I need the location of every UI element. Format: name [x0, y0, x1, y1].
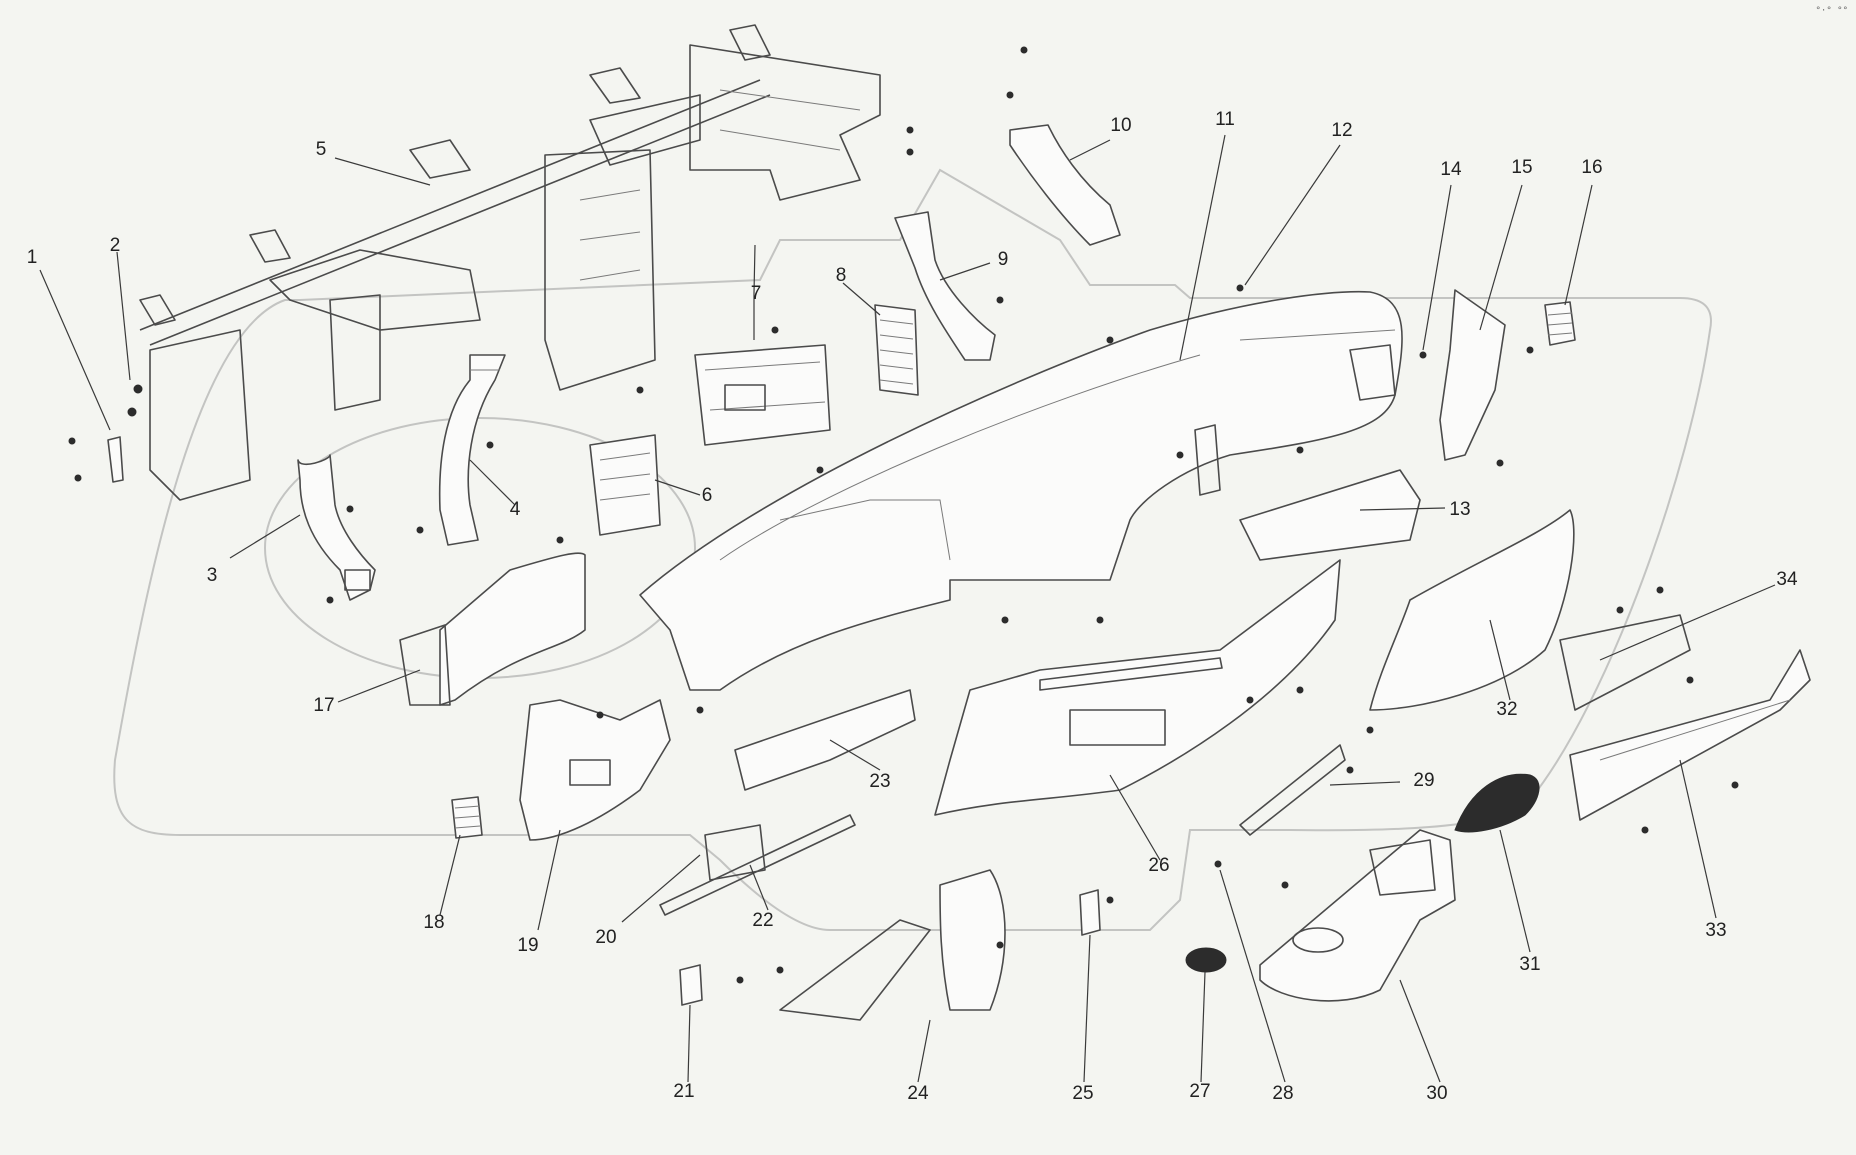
callout-15: 15 — [1511, 157, 1533, 178]
leader-lines — [39, 134, 1776, 1083]
callout-21: 21 — [673, 1081, 695, 1102]
callout-7: 7 — [750, 283, 762, 304]
center-bracket-7 — [694, 344, 831, 446]
bolts-2 — [127, 384, 143, 417]
callout-26: 26 — [1148, 855, 1170, 876]
callout-2: 2 — [109, 235, 121, 256]
callout-22: 22 — [752, 910, 774, 931]
bolt-12 — [1236, 284, 1244, 292]
instrument-panel-11 — [639, 290, 1403, 691]
callout-9: 9 — [997, 249, 1009, 270]
callout-25: 25 — [1072, 1083, 1094, 1104]
bracket-34 — [1559, 614, 1691, 711]
callout-23: 23 — [869, 771, 891, 792]
center-lower-24 — [779, 869, 1006, 1021]
callout-10: 10 — [1110, 115, 1132, 136]
callout-5: 5 — [315, 139, 327, 160]
cap-27 — [1185, 947, 1227, 973]
console-30 — [1259, 829, 1456, 1002]
callout-8: 8 — [835, 265, 847, 286]
callout-28: 28 — [1272, 1083, 1294, 1104]
air-duct-10 — [1009, 124, 1121, 246]
air-vent-8 — [874, 304, 919, 396]
cluster-hood-17 — [399, 552, 586, 706]
fasteners — [326, 46, 1739, 984]
carrier-13 — [1239, 469, 1421, 561]
lower-center-26 — [934, 559, 1341, 816]
callout-20: 20 — [595, 927, 617, 948]
vent-18 — [451, 796, 483, 839]
vent-16 — [1544, 301, 1576, 346]
corner-mark: °·° °° — [1815, 6, 1848, 16]
bracket-29 — [1239, 744, 1346, 836]
callout-13: 13 — [1449, 499, 1471, 520]
bolt-14 — [1419, 351, 1427, 359]
callout-29: 29 — [1413, 770, 1435, 791]
callout-12: 12 — [1331, 120, 1353, 141]
air-duct-3 — [297, 454, 376, 601]
callout-4: 4 — [509, 499, 521, 520]
callout-3: 3 — [206, 565, 218, 586]
callout-30: 30 — [1426, 1083, 1448, 1104]
callout-33: 33 — [1705, 920, 1727, 941]
bracket-1 — [68, 436, 124, 483]
clip-25 — [1079, 889, 1101, 936]
callout-19: 19 — [517, 935, 539, 956]
callout-11: 11 — [1215, 109, 1235, 130]
lower-panel-19 — [519, 699, 671, 841]
mat-31 — [1454, 773, 1540, 833]
bolt-28 — [1214, 860, 1222, 868]
callout-17: 17 — [313, 695, 335, 716]
callout-32: 32 — [1496, 699, 1518, 720]
air-duct-4 — [438, 354, 506, 546]
callout-31: 31 — [1519, 954, 1541, 975]
callout-16: 16 — [1581, 157, 1603, 178]
callout-18: 18 — [423, 912, 445, 933]
bracket-6 — [589, 434, 661, 536]
callout-34: 34 — [1776, 569, 1798, 590]
glove-box-32 — [1369, 509, 1575, 711]
air-duct-9 — [894, 211, 996, 361]
callout-1: 1 — [26, 247, 38, 268]
callout-24: 24 — [907, 1083, 929, 1104]
bracket-20 — [659, 814, 856, 916]
callout-14: 14 — [1440, 159, 1462, 180]
callout-6: 6 — [701, 485, 713, 506]
callout-27: 27 — [1189, 1081, 1211, 1102]
clip-21 — [679, 964, 703, 1006]
side-panel-15 — [1439, 289, 1506, 461]
cross-car-beam — [139, 24, 881, 501]
bracket-33 — [1569, 649, 1811, 821]
bracket-23 — [734, 689, 916, 791]
